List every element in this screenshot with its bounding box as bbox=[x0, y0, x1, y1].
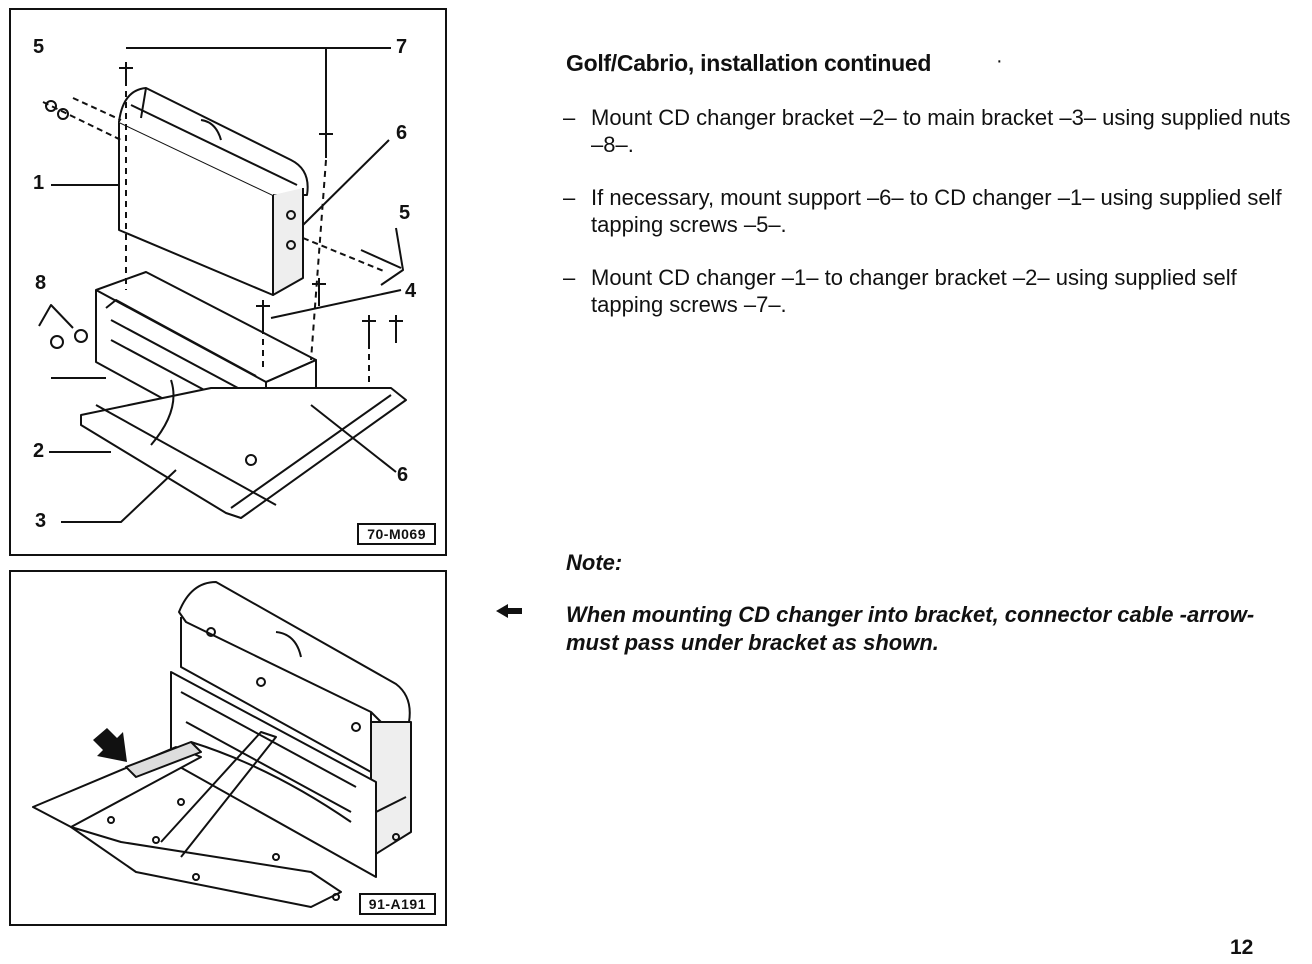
left-arrow-icon bbox=[496, 604, 522, 618]
callout-6-bottom: 6 bbox=[397, 464, 409, 486]
page-number: 12 bbox=[1230, 936, 1254, 959]
callout-4: 4 bbox=[405, 280, 417, 302]
figure-exploded-view: 5 7 6 1 5 8 4 2 6 3 70-M069 bbox=[9, 8, 447, 556]
callout-3: 3 bbox=[35, 510, 47, 532]
step-dash: – bbox=[563, 185, 576, 210]
arrow-indicator bbox=[93, 728, 127, 762]
step-3: – Mount CD changer –1– to changer bracke… bbox=[563, 264, 1303, 318]
section-title: Golf/Cabrio, installation continued bbox=[566, 50, 932, 76]
step-2: – If necessary, mount support –6– to CD … bbox=[563, 184, 1303, 238]
exploded-view-drawing bbox=[38, 47, 407, 523]
figure-assembled-view: 91-A191 bbox=[9, 570, 447, 926]
callout-1: 1 bbox=[33, 172, 45, 194]
callout-2: 2 bbox=[33, 440, 45, 462]
callout-8: 8 bbox=[35, 272, 47, 294]
step-1: – Mount CD changer bracket –2– to main b… bbox=[563, 104, 1303, 158]
callout-6-top: 6 bbox=[396, 122, 408, 144]
step-dash: – bbox=[563, 265, 576, 290]
step-text: Mount CD changer bracket –2– to main bra… bbox=[591, 105, 1291, 157]
figure-code: 91-A191 bbox=[358, 893, 436, 915]
title-dot: · bbox=[996, 50, 1003, 72]
figure-code: 70-M069 bbox=[357, 523, 436, 545]
step-text: Mount CD changer –1– to changer bracket … bbox=[591, 265, 1237, 317]
note-title: Note: bbox=[566, 550, 623, 575]
callout-5-left: 5 bbox=[33, 36, 45, 58]
step-text: If necessary, mount support –6– to CD ch… bbox=[591, 185, 1282, 237]
step-dash: – bbox=[563, 105, 576, 130]
note-text: When mounting CD changer into bracket, c… bbox=[566, 602, 1255, 655]
callout-7: 7 bbox=[396, 36, 408, 58]
assembled-view-drawing bbox=[32, 581, 412, 908]
callout-5-right: 5 bbox=[399, 202, 411, 224]
